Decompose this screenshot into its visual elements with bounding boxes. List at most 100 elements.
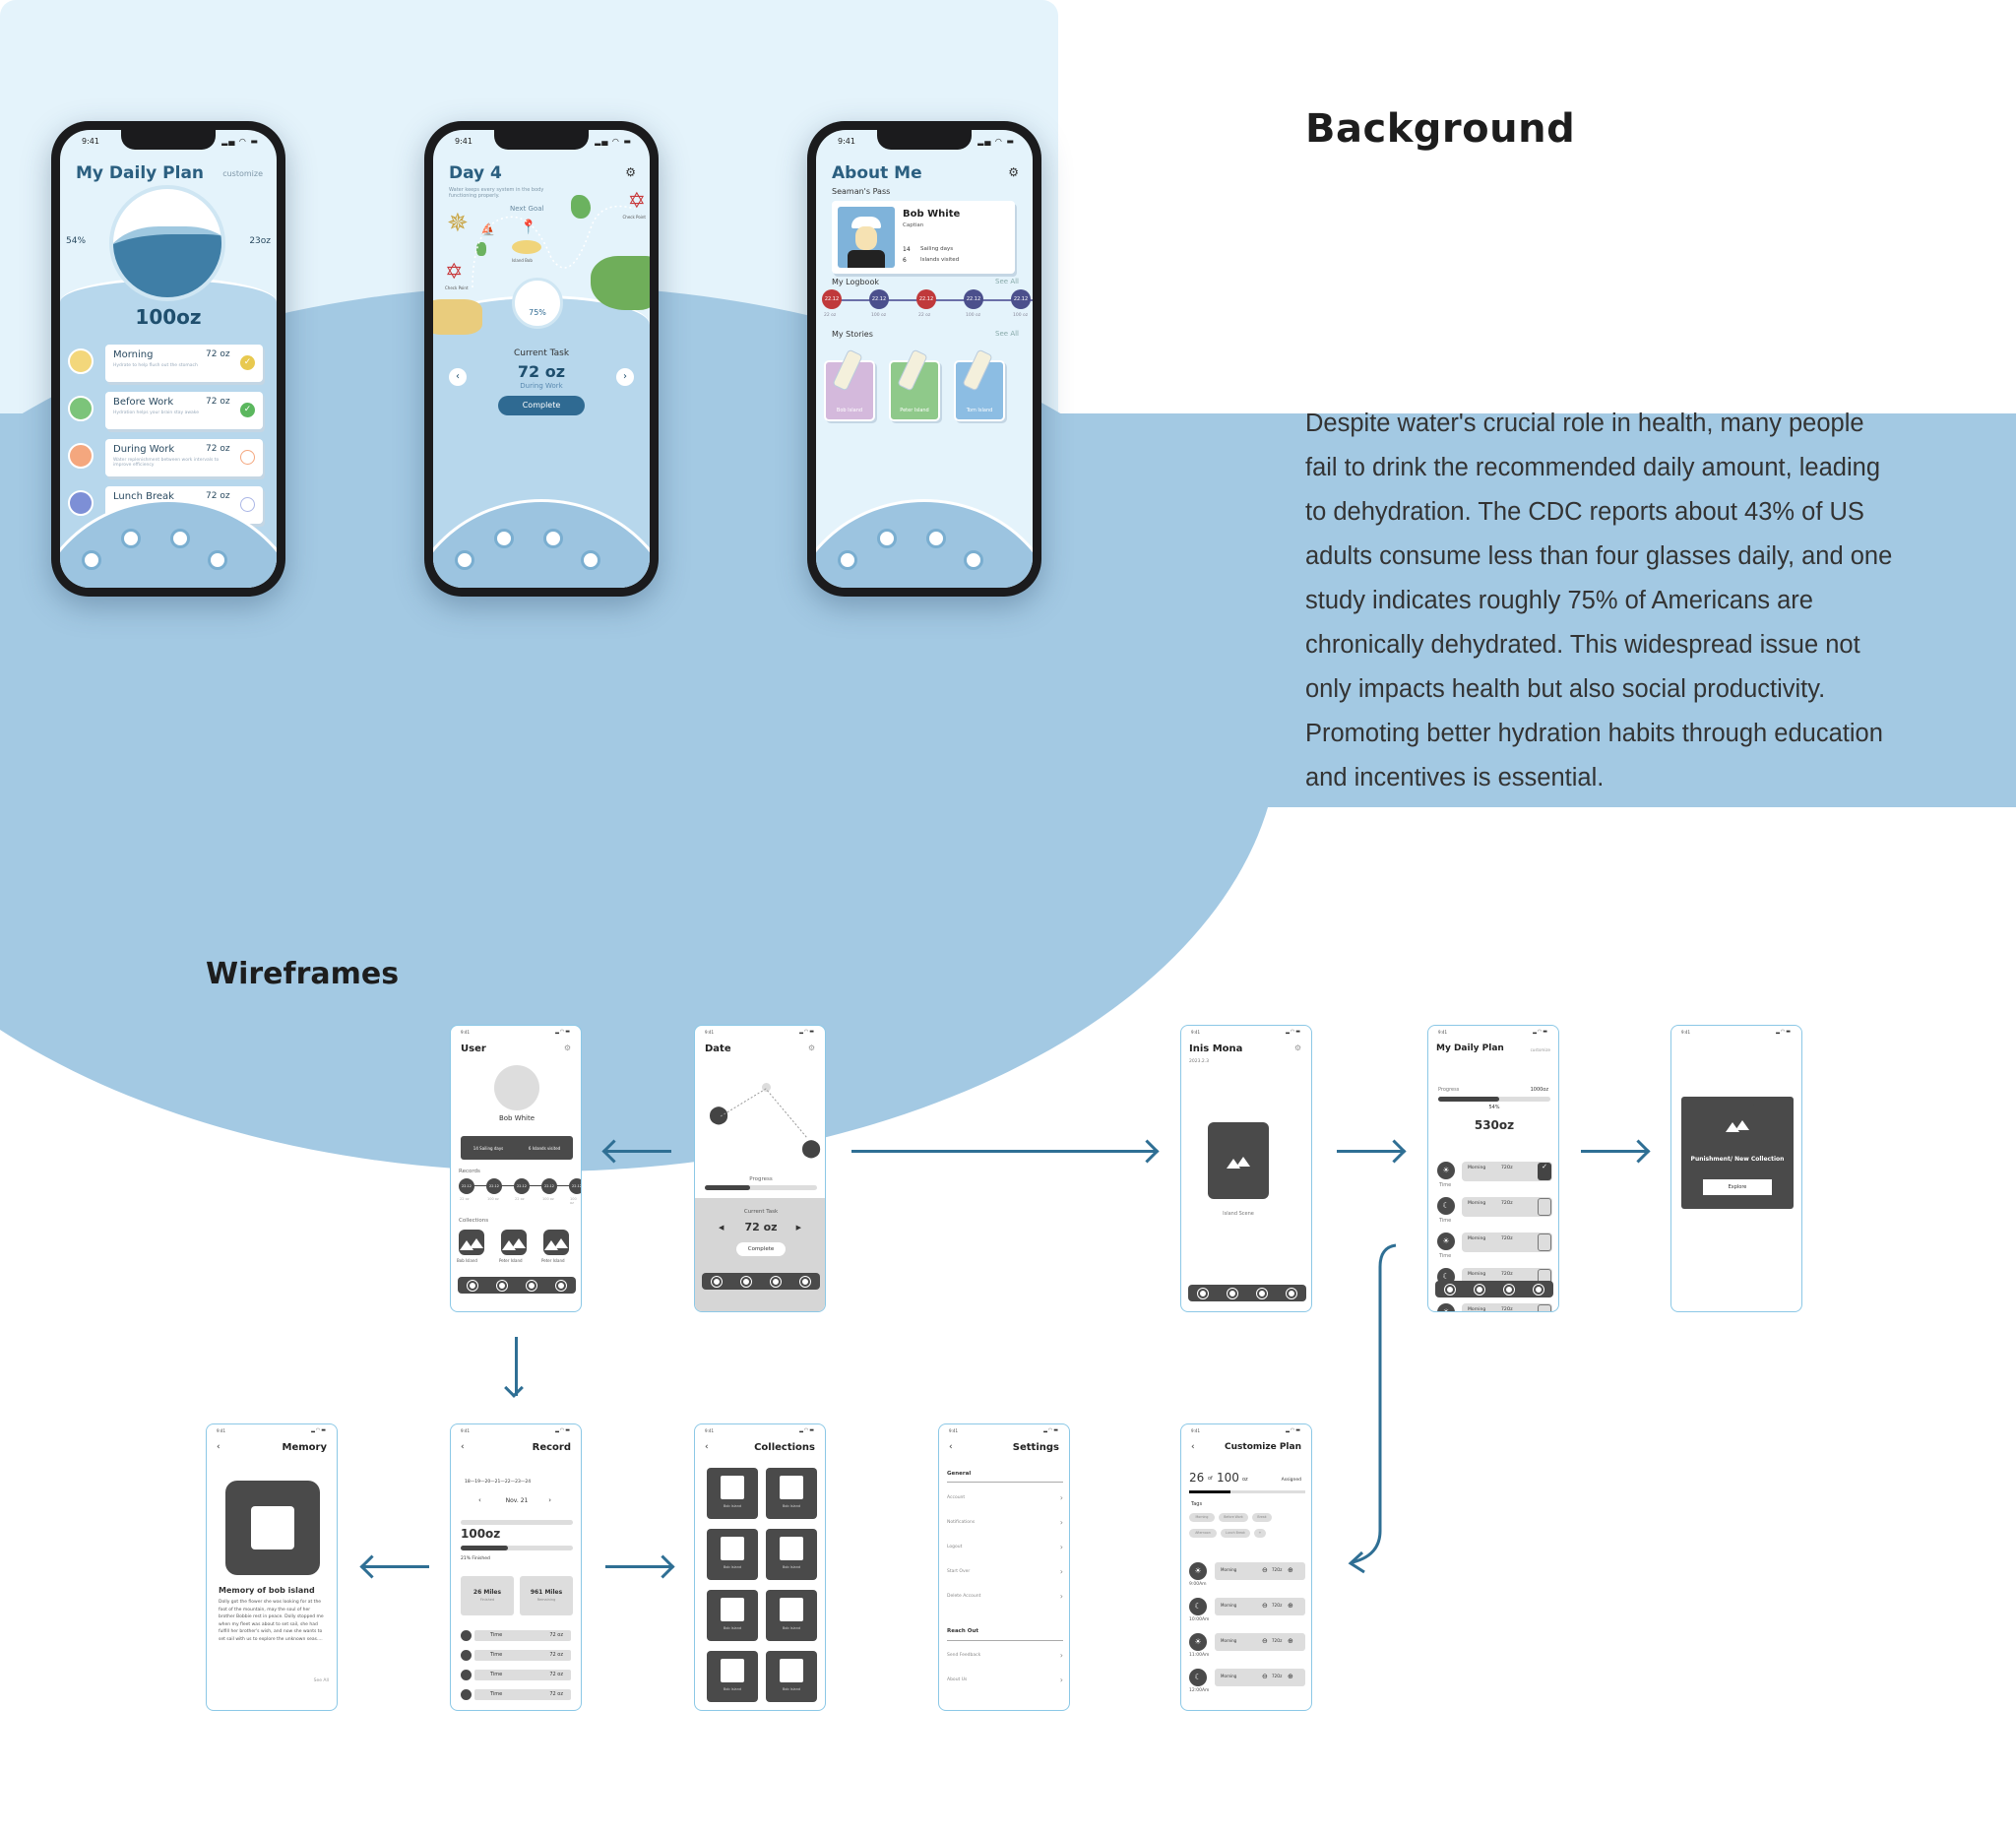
hourglass-icon[interactable] [1227,1287,1238,1299]
tag-chip[interactable]: Before Work [1219,1513,1248,1522]
back-button[interactable]: ‹ [949,1442,953,1452]
record-entry[interactable]: 22.12 [486,1178,502,1194]
hourglass-icon[interactable] [1474,1283,1485,1296]
hourglass-icon[interactable] [121,529,141,548]
settings-item[interactable]: Logout› [947,1543,1063,1551]
settings-item[interactable]: Send Feedback› [947,1651,1063,1660]
next-button[interactable]: ▶ [795,1224,801,1232]
hourglass-icon[interactable] [877,529,897,548]
home-grid-icon[interactable] [838,550,857,570]
plan-row[interactable]: Morning⊖72Oz⊕ [1215,1669,1305,1686]
prev-button[interactable]: ◀ [719,1224,724,1232]
plus-button[interactable]: ⊕ [1288,1637,1293,1645]
tag-chip[interactable]: Break [1252,1513,1272,1522]
collection-item[interactable]: Bob Island [766,1651,817,1702]
minus-button[interactable]: ⊖ [1262,1637,1268,1645]
settings-item[interactable]: About Us› [947,1676,1063,1684]
logbook-entry[interactable]: 22.12 [916,289,936,309]
collection-item[interactable]: Bob Island [766,1468,817,1519]
explore-button[interactable]: Explore [1703,1179,1772,1195]
collection-item[interactable]: Bob Island [707,1529,758,1580]
map-pin-icon[interactable]: 📍 [520,220,537,235]
home-icon[interactable] [1444,1283,1456,1296]
next-task-button[interactable]: › [616,368,634,386]
checkbox[interactable]: ✓ [1538,1163,1551,1180]
prev-day-button[interactable]: ‹ [478,1496,481,1504]
map-pin-icon[interactable]: ⬤ [709,1105,729,1125]
profile-icon[interactable] [1533,1283,1544,1296]
tag-chip[interactable]: Lunch Break [1221,1529,1250,1538]
tag-chip[interactable]: Afternoon [1189,1529,1217,1538]
collection-item[interactable]: Bob Island [766,1529,817,1580]
collection-item[interactable]: Bob Island [707,1468,758,1519]
home-icon[interactable] [467,1279,478,1292]
gear-icon[interactable]: ⚙ [625,165,636,179]
story-card[interactable]: Peter Island [889,348,940,421]
story-card[interactable]: Bob Island [824,348,875,421]
back-button[interactable]: ‹ [705,1442,709,1452]
compass-icon[interactable] [1503,1283,1515,1296]
gear-icon[interactable]: ⚙ [1293,1043,1301,1052]
profile-icon[interactable] [581,550,600,570]
profile-icon[interactable] [799,1275,811,1288]
back-button[interactable]: ‹ [1191,1442,1195,1452]
minus-button[interactable]: ⊖ [1262,1673,1268,1680]
compass-icon[interactable] [1256,1287,1268,1299]
hourglass-icon[interactable] [494,529,514,548]
checkbox[interactable] [1538,1198,1551,1216]
next-day-button[interactable]: › [548,1496,551,1504]
home-grid-icon[interactable] [82,550,101,570]
check-icon[interactable]: ✓ [240,355,255,370]
collection-item[interactable]: Bob Island [707,1590,758,1641]
story-card[interactable]: Tom Island [954,348,1005,421]
plus-button[interactable]: ⊕ [1288,1566,1293,1574]
minus-button[interactable]: ⊖ [1262,1566,1268,1574]
profile-icon[interactable] [208,550,227,570]
compass-icon[interactable] [170,529,190,548]
task-card[interactable]: Before Work 72 oz Hydration helps your b… [105,392,263,429]
settings-item[interactable]: Start Over› [947,1567,1063,1576]
settings-item[interactable]: Account› [947,1493,1063,1502]
back-button[interactable]: ‹ [217,1442,220,1452]
home-icon[interactable] [1197,1287,1209,1299]
record-entry[interactable]: 22.12 [569,1178,581,1194]
check-icon[interactable]: ✓ [240,403,255,417]
tag-chip[interactable]: Morning [1189,1513,1215,1522]
map-pin-icon[interactable]: ⬤ [801,1138,822,1159]
logbook-entry[interactable]: 22.12 [822,289,842,309]
record-entry[interactable]: 22.12 [459,1178,474,1194]
back-button[interactable]: ‹ [461,1442,465,1452]
checkpoint-icon[interactable]: ✡ [445,260,464,285]
checkbox[interactable] [1538,1233,1551,1251]
gear-icon[interactable]: ⚙ [563,1043,571,1052]
tag-chip[interactable]: + [1254,1529,1266,1538]
collection-item[interactable]: Bob Island [766,1590,817,1641]
task-card[interactable]: Morning 72 oz Hydrate to help flush out … [105,345,263,382]
unchecked-circle[interactable] [240,450,255,465]
profile-icon[interactable] [964,550,983,570]
compass-icon[interactable] [770,1275,782,1288]
gear-icon[interactable]: ⚙ [807,1043,815,1052]
plus-button[interactable]: ⊕ [1288,1602,1293,1610]
collection-item[interactable]: Bob Island [707,1651,758,1702]
hourglass-icon[interactable] [740,1275,752,1288]
compass-icon[interactable] [926,529,946,548]
logbook-entry[interactable]: 22.12 [964,289,983,309]
plan-row[interactable]: Morning⊖72Oz⊕ [1215,1598,1305,1615]
complete-button[interactable]: Complete [498,396,585,415]
gear-icon[interactable]: ⚙ [1008,165,1019,179]
plan-row[interactable]: Morning⊖72Oz⊕ [1215,1633,1305,1651]
plan-row[interactable]: Morning⊖72Oz⊕ [1215,1562,1305,1580]
profile-icon[interactable] [555,1279,567,1292]
prev-task-button[interactable]: ‹ [449,368,467,386]
task-card[interactable]: During Work 72 oz Water replenishment be… [105,439,263,476]
home-grid-icon[interactable] [455,550,474,570]
unchecked-circle[interactable] [240,497,255,512]
